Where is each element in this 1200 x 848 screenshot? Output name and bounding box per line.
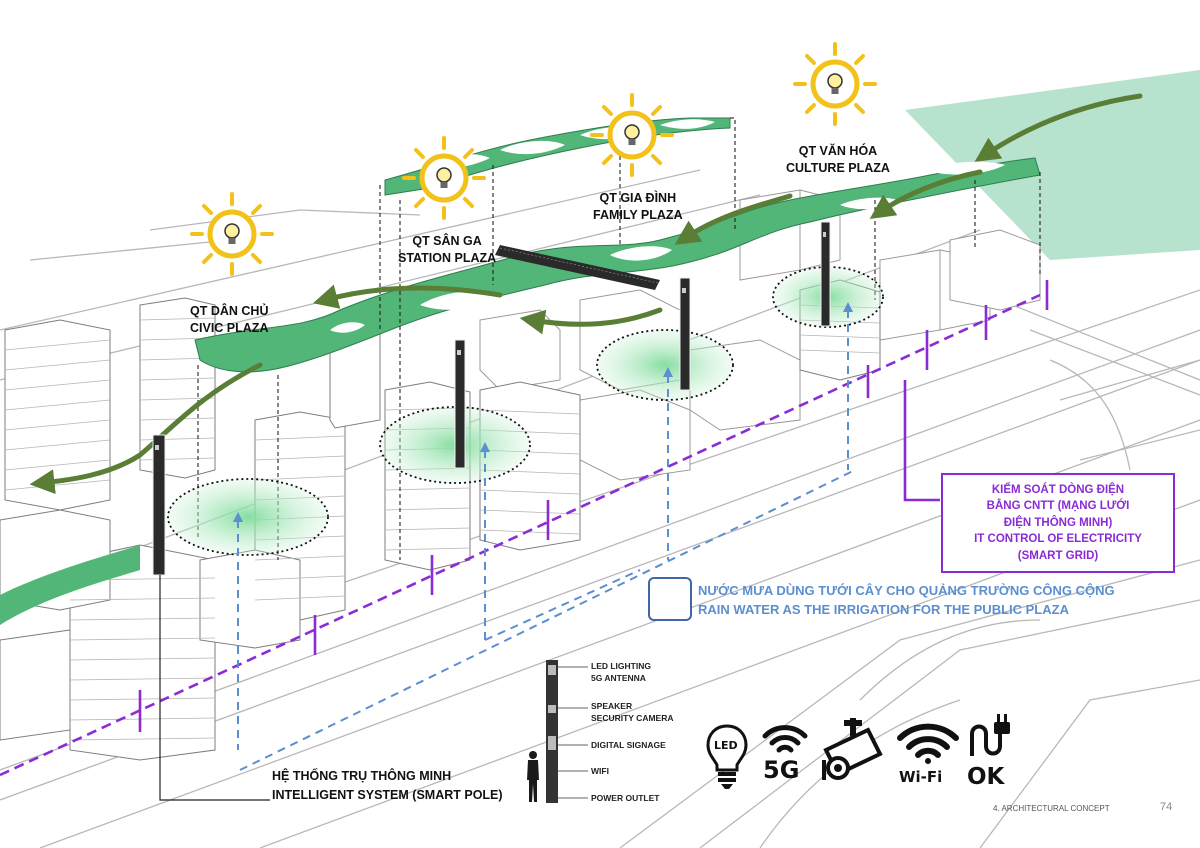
smart-poles-on-site xyxy=(152,221,831,576)
smart-pole-legend-graphic xyxy=(527,660,588,803)
plaza-sun-icons xyxy=(190,42,877,276)
station-roof xyxy=(495,245,660,290)
rainwater-text-en: RAIN WATER AS THE IRRIGATION FOR THE PUB… xyxy=(698,602,1069,617)
sun-bulb-icon xyxy=(190,192,274,276)
page-number: 74 xyxy=(1160,801,1173,813)
plaza-label-station: QT SÂN GA STATION PLAZA xyxy=(398,233,496,267)
led-icon-label: LED xyxy=(714,739,738,752)
smart-grid-text: (SMART GRID) xyxy=(1017,549,1099,562)
wifi-icon: Wi-Fi xyxy=(896,720,960,790)
rainwater-text-vi: NƯỚC MƯA DÙNG TƯỚI CÂY CHO QUẢNG TRƯỜNG … xyxy=(698,583,1115,598)
pole-spec-speaker: SPEAKER xyxy=(591,701,633,711)
smart-grid-callout: KIỂM SOÁT DÒNG ĐIỆN BẰNG CNTT (MẠNG LƯỚI… xyxy=(941,473,1175,573)
water-body xyxy=(905,70,1200,260)
smart-pole-leader xyxy=(159,575,270,801)
sun-bulb-icon xyxy=(590,93,674,177)
smart-grid-text: KIỂM SOÁT DÒNG ĐIỆN xyxy=(991,483,1125,496)
smart-pole-title-vi: HỆ THỐNG TRỤ THÔNG MINH xyxy=(272,769,452,783)
plaza-name-en: CIVIC PLAZA xyxy=(190,321,269,335)
human-figure-icon xyxy=(527,751,539,802)
signal-5g-icon: 5G xyxy=(760,720,810,790)
pole-spec-led: LED LIGHTING xyxy=(591,661,651,671)
smart-grid-line xyxy=(0,280,1049,777)
section-footer: 4. ARCHITECTURAL CONCEPT xyxy=(993,804,1110,813)
smart-pole-title-en: INTELLIGENT SYSTEM (SMART POLE) xyxy=(272,788,503,802)
green-ground-path xyxy=(0,545,140,625)
pedestrian-flow-arrows xyxy=(29,93,1143,495)
plaza-name-vi: QT SÂN GA xyxy=(412,234,482,248)
plaza-glow-areas xyxy=(167,266,884,556)
power-plug-icon: OK xyxy=(966,712,1022,790)
plaza-name-en: STATION PLAZA xyxy=(398,251,497,265)
rainwater-lines xyxy=(237,310,856,771)
5g-icon-label: 5G xyxy=(763,756,800,784)
wifi-icon-label: Wi-Fi xyxy=(899,768,943,786)
pole-spec-5g: 5G ANTENNA xyxy=(591,673,646,683)
plaza-label-culture: QT VĂN HÓA CULTURE PLAZA xyxy=(786,143,890,177)
sun-bulb-icon xyxy=(793,42,877,126)
pole-spec-power: POWER OUTLET xyxy=(591,793,660,803)
plaza-label-family: QT GIA ĐÌNH FAMILY PLAZA xyxy=(593,190,683,224)
smart-grid-text: BẰNG CNTT (MẠNG LƯỚI xyxy=(986,500,1130,513)
smart-grid-text: ĐIỆN THÔNG MINH) xyxy=(1003,516,1113,529)
plaza-name-en: CULTURE PLAZA xyxy=(786,161,890,175)
pole-spec-camera: SECURITY CAMERA xyxy=(591,713,674,723)
plaza-name-vi: QT DÂN CHỦ xyxy=(190,304,269,318)
rainwater-recycle-badge xyxy=(648,577,692,621)
rainwater-arrowheads xyxy=(233,302,853,522)
security-camera-icon xyxy=(820,716,884,786)
plaza-name-vi: QT VĂN HÓA xyxy=(798,144,878,158)
ok-icon-label: OK xyxy=(967,764,1005,790)
sun-bulb-icon xyxy=(402,136,486,220)
led-bulb-icon: LED xyxy=(705,724,749,790)
plaza-name-vi: QT GIA ĐÌNH xyxy=(599,191,677,205)
plaza-name-en: FAMILY PLAZA xyxy=(593,208,683,222)
smart-grid-text: IT CONTROL OF ELECTRICITY xyxy=(974,533,1142,546)
pole-spec-signage: DIGITAL SIGNAGE xyxy=(591,740,666,750)
pole-spec-wifi: WIFI xyxy=(591,766,609,776)
plaza-label-civic: QT DÂN CHỦ CIVIC PLAZA xyxy=(190,303,268,337)
